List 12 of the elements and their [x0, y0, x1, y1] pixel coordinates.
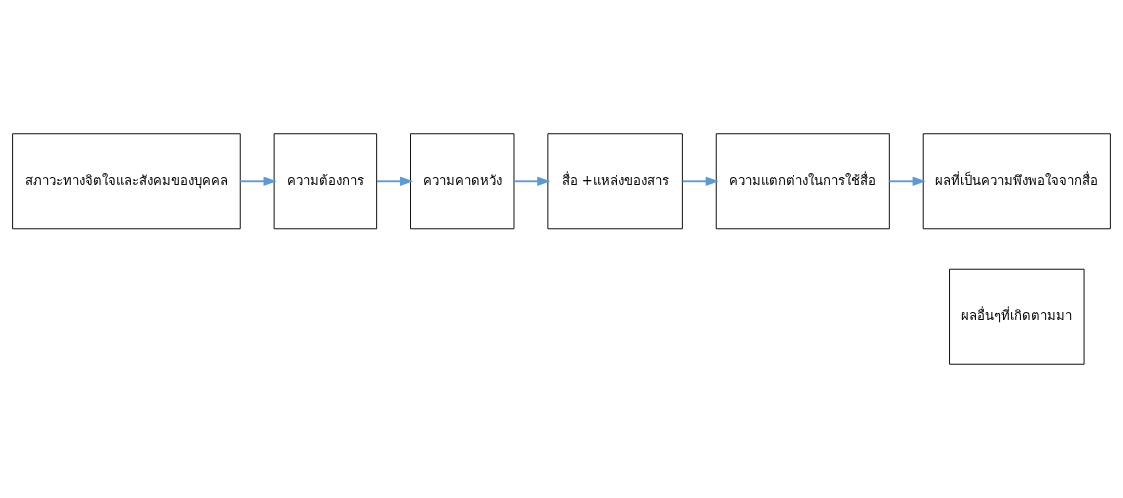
- arrow: [513, 176, 551, 186]
- node-box: ความคาดหวัง: [410, 133, 515, 230]
- arrow: [376, 176, 414, 186]
- node-box: ความแตกต่างในการใช้สื่อ: [715, 133, 890, 230]
- arrow: [239, 176, 277, 186]
- node-box: สภาวะทางจิตใจและสังคมของบุคคล: [12, 133, 241, 230]
- arrow: [681, 176, 719, 186]
- node-box: สื่อ +แหล่งของสาร: [547, 133, 683, 230]
- arrow: [888, 176, 926, 186]
- node-box: ความต้องการ: [273, 133, 378, 230]
- node-box: ผลที่เป็นความพึงพอใจจากสื่อ: [922, 133, 1111, 230]
- node-box: ผลอื่นๆที่เกิดตามมา: [949, 268, 1085, 365]
